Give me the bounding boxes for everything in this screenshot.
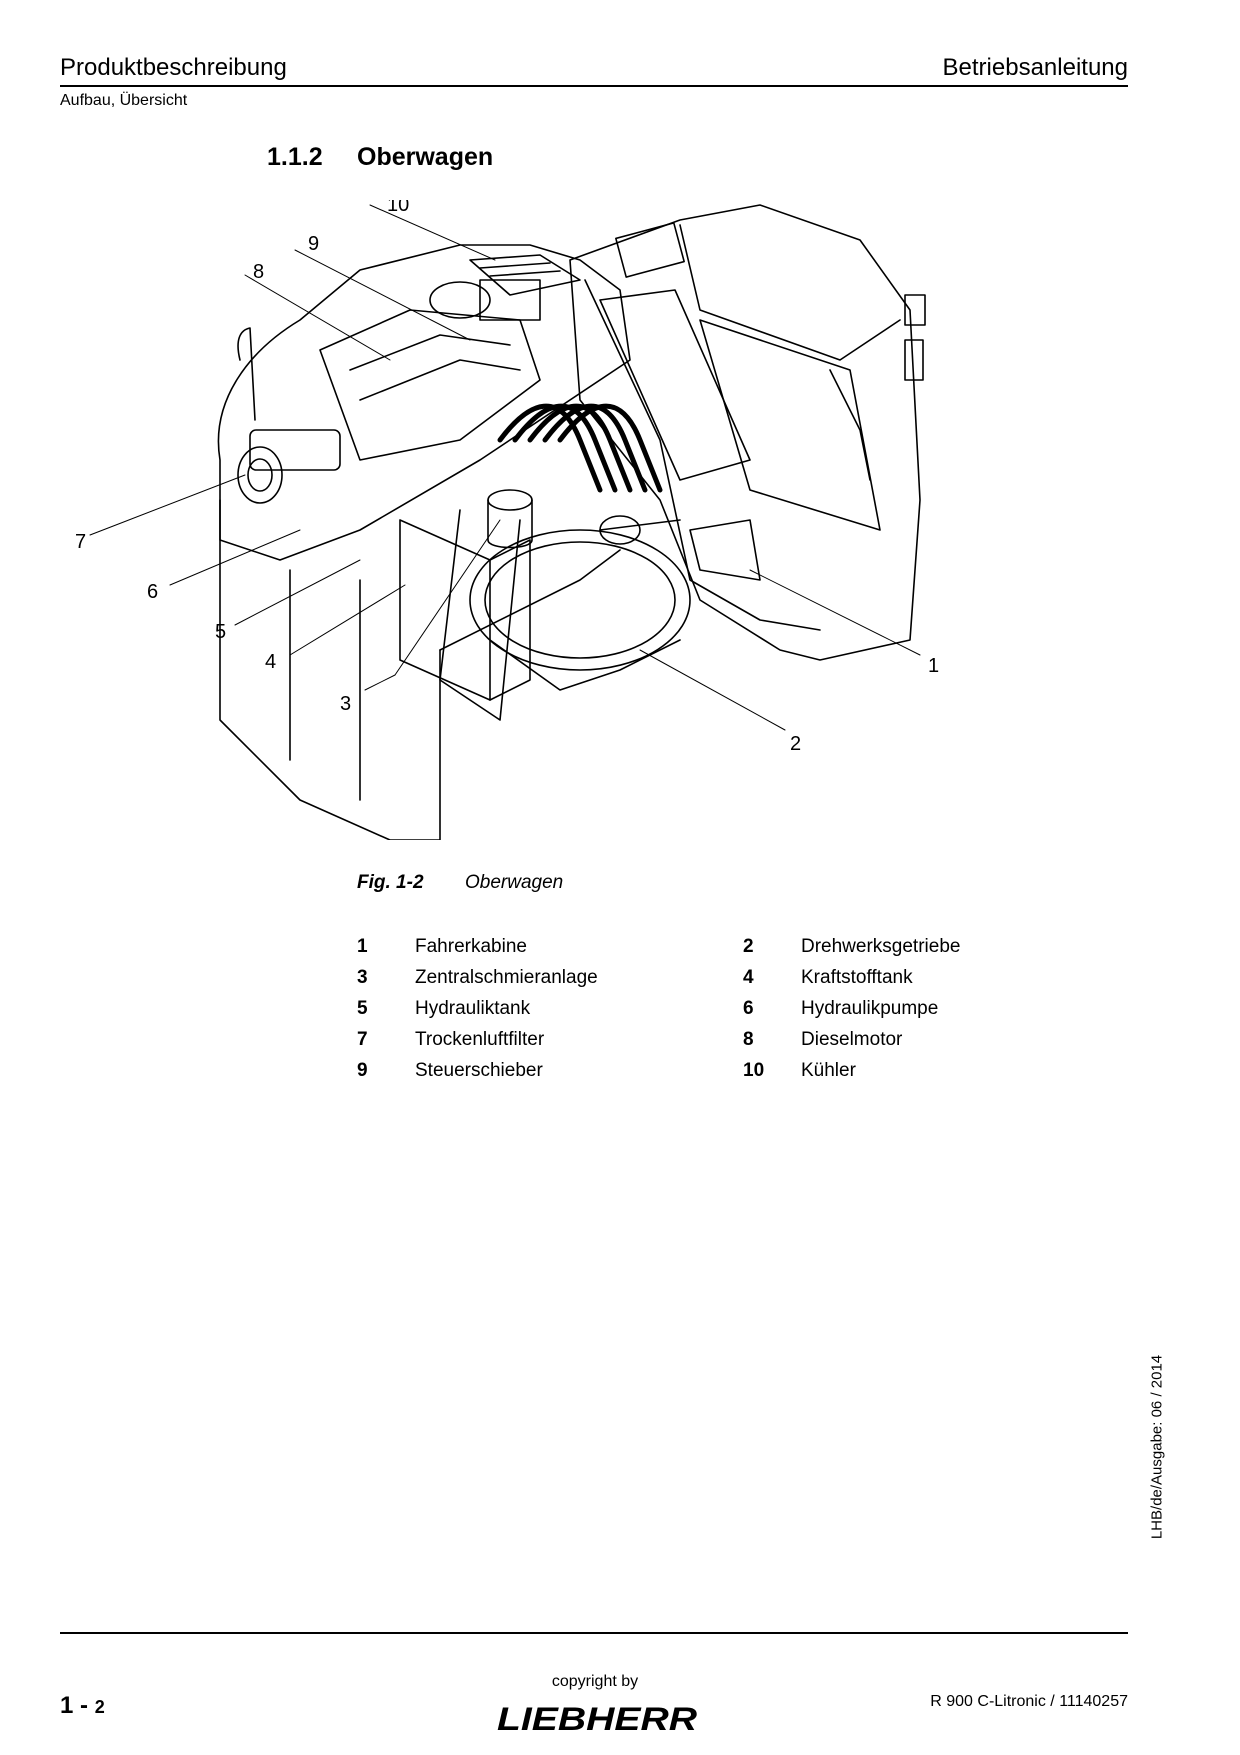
legend-number: 3 (357, 967, 368, 988)
legend-number: 9 (357, 1060, 368, 1081)
legend-number: 10 (743, 1060, 765, 1081)
figure-callouts: 1 2 3 4 5 6 7 8 9 10 (75, 200, 939, 755)
legend-text: Kühler (801, 1060, 856, 1081)
page-number: 1 - 2 (60, 1692, 105, 1720)
legend-text: Hydraulikpumpe (801, 998, 939, 1019)
liebherr-logo: LIEBHERR (497, 1702, 697, 1734)
callout-7: 7 (75, 531, 86, 553)
lubrication-unit (439, 489, 533, 721)
hydraulic-hoses (497, 403, 663, 493)
air-filter (237, 327, 341, 504)
callout-10: 10 (387, 200, 409, 216)
legend-text: Kraftstofftank (801, 967, 913, 988)
callout-6: 6 (147, 581, 158, 603)
legend-text: Zentralschmieranlage (415, 967, 598, 988)
legend-text: Dieselmotor (801, 1029, 903, 1050)
operator-cab (569, 204, 926, 661)
copyright-text: copyright by (551, 1673, 639, 1690)
legend-text: Fahrerkabine (415, 936, 527, 957)
legend-number: 8 (743, 1029, 754, 1050)
section-title: Oberwagen (357, 143, 494, 171)
tanks (399, 519, 531, 701)
document-code-vertical: LHB/de/Ausgabe: 06 / 2014 (1147, 1342, 1167, 1552)
document-code-text: LHB/de/Ausgabe: 06 / 2014 (1148, 1354, 1166, 1540)
legend-number: 2 (743, 936, 754, 957)
liebherr-logo-text: LIEBHERR (497, 1702, 697, 1734)
legend-number: 7 (357, 1029, 368, 1050)
callout-8: 8 (253, 261, 264, 283)
page-chapter: 1 (60, 1692, 74, 1719)
footer-rule (60, 1632, 1128, 1634)
header-right-title: Betriebsanleitung (942, 54, 1128, 81)
diesel-engine (319, 279, 541, 461)
header-rule (60, 85, 1128, 87)
leader-lines (89, 204, 921, 731)
callout-2: 2 (790, 733, 801, 755)
legend-text: Drehwerksgetriebe (801, 936, 961, 957)
header-subtitle: Aufbau, Übersicht (60, 92, 188, 109)
legend-text: Trockenluftfilter (415, 1029, 545, 1050)
callout-9: 9 (308, 233, 319, 255)
figure-caption: Oberwagen (465, 872, 564, 893)
page-separator: - (73, 1692, 95, 1719)
upper-carriage-drawing: 1 2 3 4 5 6 7 8 9 10 (75, 200, 939, 840)
legend-text: Hydrauliktank (415, 998, 531, 1019)
callout-5: 5 (215, 621, 226, 643)
swing-ring (469, 515, 691, 691)
section-number: 1.1.2 (267, 143, 323, 171)
legend-number: 5 (357, 998, 368, 1019)
legend-text: Steuerschieber (415, 1060, 543, 1081)
callout-3: 3 (340, 693, 351, 715)
callout-1: 1 (928, 655, 939, 677)
page-index: 2 (94, 1697, 105, 1717)
legend-number: 4 (743, 967, 754, 988)
model-reference: R 900 C-Litronic / 11140257 (930, 1693, 1128, 1710)
radiator (469, 254, 581, 296)
header-left-title: Produktbeschreibung (60, 54, 287, 81)
legend-number: 6 (743, 998, 754, 1019)
figure-label: Fig. 1-2 (357, 872, 424, 893)
callout-4: 4 (265, 651, 276, 673)
legend-number: 1 (357, 936, 368, 957)
